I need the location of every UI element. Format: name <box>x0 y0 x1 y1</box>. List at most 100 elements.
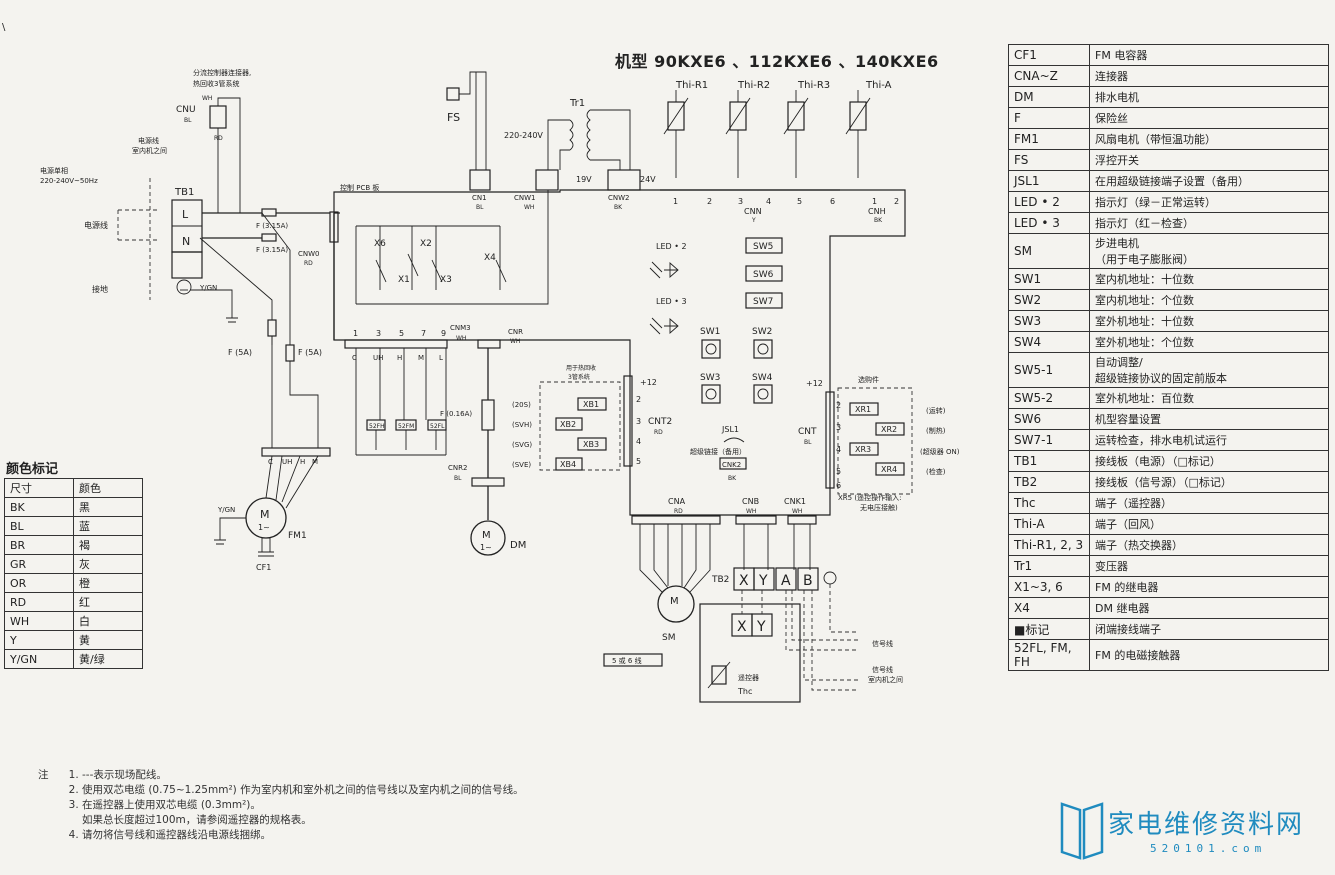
cnu-connector <box>209 105 227 129</box>
legend-value: 机型容量设置 <box>1089 408 1329 430</box>
legend-value-text: 室外机地址：十位数 <box>1095 315 1194 328</box>
legend-value-text: 排水电机 <box>1095 91 1139 104</box>
fm-connector <box>261 447 331 457</box>
fuse-315a-label-2: F (3.15A) <box>256 246 288 254</box>
cnr-label: CNR <box>508 328 523 336</box>
legend-key: SW5-1 <box>1008 352 1090 388</box>
cnb-wh: WH <box>746 508 756 515</box>
xr4-label: XR4 <box>881 465 897 474</box>
legend-value: FM 电容器 <box>1089 44 1329 66</box>
legend-key: TB1 <box>1008 450 1090 472</box>
xb4-label: XB4 <box>560 460 576 469</box>
legend-value-text: 端子（回风） <box>1095 518 1161 531</box>
wiring-diagram: TB1 L N 电源单相 220-240V~50Hz 电源线 接地 Y/GN 电… <box>40 68 960 703</box>
remote-controller-box <box>699 603 801 703</box>
signal-line-1: 信号线 <box>872 639 893 648</box>
color-name: 褐 <box>73 535 143 555</box>
legend-key: SW4 <box>1008 331 1090 353</box>
notes: 注 ---表示现场配线。 使用双芯电缆 (0.75~1.25mm²) 作为室内机… <box>38 768 524 843</box>
xb1-box <box>577 397 607 411</box>
legend-value-text: DM 继电器 <box>1095 602 1150 615</box>
legend-value-text: 运转检查，排水电机试运行 <box>1095 434 1227 447</box>
legend-value-text: 指示灯（绿－正常运转） <box>1095 196 1216 209</box>
fm1-label: FM1 <box>288 531 307 541</box>
cnu-label: CNU <box>176 105 196 115</box>
dm-phase: 1~ <box>480 543 492 552</box>
xr2-label: XR2 <box>881 425 897 434</box>
legend-key: SW5-2 <box>1008 387 1090 409</box>
legend-value-text: 保险丝 <box>1095 112 1128 125</box>
legend-value-text: 步进电机 <box>1095 237 1139 250</box>
color-code: WH <box>4 611 74 631</box>
legend-key: 52FL, FM, FH <box>1008 639 1090 671</box>
sw5-label: SW5 <box>753 242 773 252</box>
thi-r2-label: Thi-R2 <box>737 80 770 91</box>
corner-mark: \ <box>2 22 6 33</box>
cnk2-label: CNK2 <box>722 461 741 469</box>
color-code: BL <box>4 516 74 536</box>
cnw1-connector <box>535 169 559 191</box>
relay-pin-5: 5 <box>399 329 404 338</box>
sw4-label: SW4 <box>752 373 773 383</box>
cnw2-connector <box>607 169 641 191</box>
fm-m-glyph: M <box>260 508 270 521</box>
xr4-box <box>875 462 905 476</box>
power-line-label: 电源线 <box>84 220 108 230</box>
xb3-label: XB3 <box>583 440 599 449</box>
legend-key: ■标记 <box>1008 618 1090 640</box>
relay-pin-7: 7 <box>421 329 426 338</box>
cnt2-rd: RD <box>654 429 663 436</box>
relay-x2-label: X2 <box>420 239 432 249</box>
xr1-box <box>849 402 879 416</box>
cnt-connector <box>825 391 835 489</box>
legend-row: ■标记闭端接线端子 <box>1008 618 1329 640</box>
xr3-box <box>849 442 879 456</box>
sw6-switch <box>745 265 783 282</box>
cnt2-connector <box>623 375 633 467</box>
cnb-label: CNB <box>742 497 759 506</box>
sw5-switch <box>745 237 783 254</box>
contactor-52fl-label: 52FL <box>430 423 445 430</box>
xr2-box <box>875 422 905 436</box>
sm-note-box <box>603 653 663 667</box>
legend-value-text: 变压器 <box>1095 560 1128 573</box>
relay-x3-label: X3 <box>440 275 452 285</box>
legend-key: LED • 3 <box>1008 212 1090 234</box>
signal-line-2a: 信号线 <box>872 665 893 674</box>
fm-uh: UH <box>282 458 292 466</box>
signal-line-2b: 室内机之间 <box>868 675 903 684</box>
led2-label: LED • 2 <box>656 242 687 251</box>
xr4-signal: (检查) <box>926 467 946 476</box>
color-name: 白 <box>73 611 143 631</box>
color-code: BR <box>4 535 74 555</box>
note-3-text: 在遥控器上使用双芯电缆 (0.3mm²)。 <box>82 799 261 811</box>
xb1-label: XB1 <box>583 400 599 409</box>
svg-text:3: 3 <box>636 417 641 426</box>
color-code: Y <box>4 630 74 650</box>
sm-m: M <box>670 596 679 607</box>
brand-name: 家电维修资料网 <box>1108 810 1305 840</box>
cnn-pin-6: 6 <box>830 197 835 206</box>
cnn-label: CNN <box>744 207 762 216</box>
tb2-y-label: Y <box>758 573 768 589</box>
cnh-label: CNH <box>868 207 886 216</box>
legend-value: DM 继电器 <box>1089 597 1329 619</box>
brand-watermark: 家电维修资料网 520101.com <box>1058 796 1302 864</box>
legend-value-text-2: （用于电子膨胀阀） <box>1095 253 1194 266</box>
svg-text:4: 4 <box>636 437 641 446</box>
legend-value: 指示灯（绿－正常运转） <box>1089 191 1329 213</box>
cnt-bl: BL <box>804 439 812 446</box>
xb2-label: XB2 <box>560 420 576 429</box>
legend-key: DM <box>1008 86 1090 108</box>
cf1-label: CF1 <box>256 563 271 572</box>
fm-h: H <box>300 458 305 466</box>
